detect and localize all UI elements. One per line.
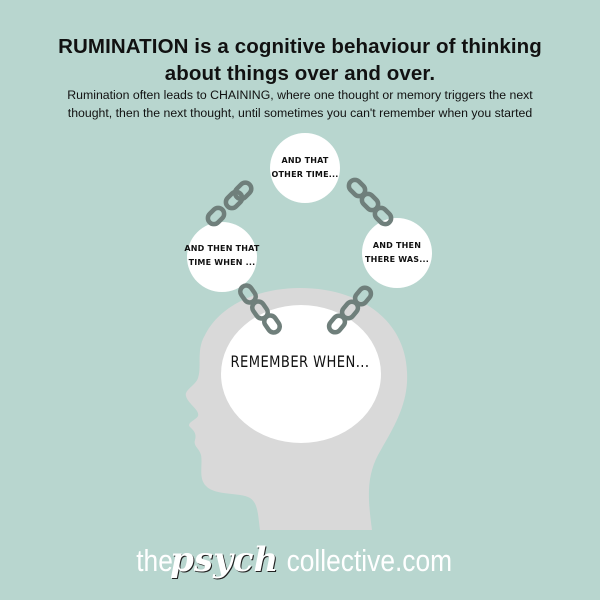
bubble-right-line-2: THERE WAS... [365,255,429,264]
headline-line-1: RUMINATION is a cognitive behaviour of t… [58,35,542,58]
bubble-top [270,133,340,203]
brand-suffix: collective.com [286,543,453,578]
brand-prefix: the [136,543,173,578]
bubble-right [362,218,432,288]
brand-script: psych [170,540,279,580]
bubble-right-line-1: AND THEN [372,241,422,250]
bubble-left-text: AND THEN THAT TIME WHEN ... [172,242,272,270]
bubble-right-text: AND THEN THERE WAS... [347,239,447,267]
bubble-left [187,222,257,292]
subtitle-line-2: thought, then the next thought, until so… [67,106,533,120]
center-thought: REMEMBER WHEN... [230,352,370,371]
bubble-left-line-2: TIME WHEN ... [188,258,256,267]
thought-ellipse [221,305,381,443]
subtitle-line-1: Rumination often leads to CHAINING, wher… [67,88,533,102]
bubble-left-line-1: AND THEN THAT [184,244,260,253]
headline-line-2: about things over and over. [164,62,436,85]
chain-link-icon [205,177,394,335]
bubble-top-line-1: AND THAT [281,156,329,165]
bubble-top-line-2: OTHER TIME... [271,170,339,179]
bubble-top-text: AND THAT OTHER TIME... [255,154,355,182]
